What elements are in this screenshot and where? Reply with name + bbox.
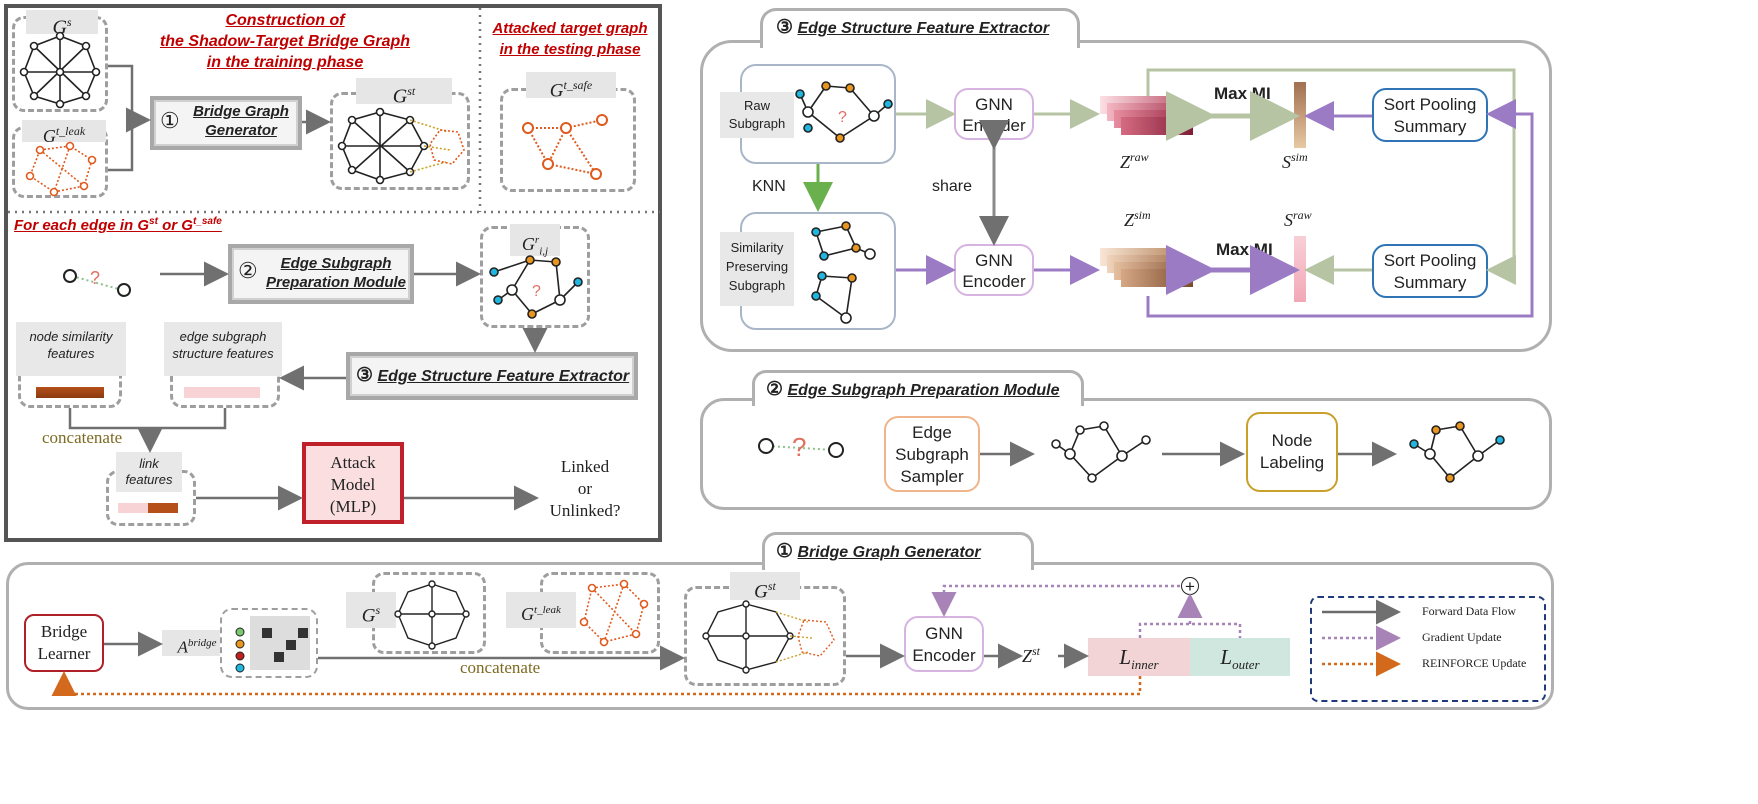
zst-label: Zst — [1022, 644, 1041, 666]
left-panel-arrows — [68, 64, 548, 511]
gtleak-graph-sketch — [25, 141, 97, 197]
esp-panel-title: ② Edge Subgraph Preparation Module — [766, 379, 1060, 400]
for-each-edge-heading: For each edge in Gst or Gt_safe — [14, 216, 222, 234]
edge-struct-feature-bar — [184, 387, 260, 398]
concatenate-label-left: concatenate — [42, 428, 123, 447]
bgg-gst-sketch — [702, 600, 835, 674]
bridge-graph-generator-box — [150, 96, 302, 150]
l-inner-box: Linner — [1088, 638, 1190, 676]
node-labeling: Node Labeling — [1246, 412, 1338, 492]
bgg-gnn-encoder: GNN Encoder — [904, 616, 984, 672]
esp-query-sketch: ? — [758, 432, 844, 462]
esp-labeled-sketch — [1409, 421, 1505, 483]
construction-title: Construction of the Shadow-Target Bridge… — [159, 12, 411, 71]
edge-subgraph-prep-label: Edge Subgraph Preparation Module — [265, 255, 407, 291]
bgg-gtleak-label: Gt_leak — [506, 592, 576, 628]
gs-graph-sketch — [19, 31, 101, 109]
link-features-label: link features — [116, 452, 182, 492]
sim-subgraph-label: Similarity Preserving Subgraph — [720, 232, 794, 306]
bgg-panel-title: ① Bridge Graph Generator — [776, 541, 981, 562]
edge-subgraph-sampler: Edge Subgraph Sampler — [884, 416, 980, 492]
gij-label: Gri,j — [510, 224, 560, 258]
bgg-gs-label: Gs — [346, 592, 396, 628]
edge-query-sketch-left: ? — [63, 268, 131, 297]
gtsafe-graph-sketch — [522, 114, 608, 180]
svg-text:?: ? — [90, 268, 100, 288]
esp-subgraph-sketch — [1051, 421, 1151, 483]
bridge-num: ① — [160, 108, 180, 133]
attack-model-box: Attack Model (MLP) — [302, 442, 404, 524]
raw-subgraph-label: Raw Subgraph — [720, 92, 794, 138]
raw-subgraph-sketch: ? — [795, 81, 893, 143]
legend-reinforce-label: REINFORCE Update — [1422, 656, 1527, 670]
edge-subgraph-prep-box — [228, 244, 414, 304]
edge-struct-features-label: edge subgraph structure features — [164, 322, 282, 376]
esfe-panel-title: ③ Edge Structure Feature Extractor — [776, 17, 1050, 38]
knn-label: KNN — [752, 178, 786, 195]
gtsafe-label: Gt_safe — [526, 72, 616, 101]
node-sim-feature-bar — [36, 387, 104, 398]
svg-text:?: ? — [838, 109, 847, 126]
svg-text:?: ? — [792, 432, 806, 462]
left-panel — [4, 4, 662, 542]
esfe-panel — [700, 40, 1552, 352]
bgg-gst-label: Gst — [730, 572, 800, 602]
esfe-box-left — [346, 352, 638, 400]
esp-panel — [700, 398, 1552, 510]
esfe-arrows — [803, 68, 1534, 318]
bridge-graph-generator-label: Bridge Graph Generator — [193, 103, 289, 139]
gtleak-label: Gt_leak — [22, 120, 106, 146]
bgg-arrows — [51, 584, 1401, 696]
gs-label: Gs — [26, 10, 98, 39]
gst-graph-sketch — [337, 107, 465, 185]
bgg-gs-sketch — [394, 580, 470, 650]
attacked-title: Attacked target graph in the testing pha… — [492, 20, 648, 58]
bgg-panel-tab — [762, 532, 1034, 570]
a-bridge-matrix — [235, 616, 310, 673]
s-raw-label: Sraw — [1284, 208, 1312, 230]
gst-label: Gst — [356, 78, 452, 108]
sort-pooling-summary-bottom: Sort Pooling Summary — [1372, 244, 1488, 298]
gij-graph-sketch: ? — [489, 255, 583, 319]
bgg-gtleak-sketch — [579, 579, 649, 647]
node-sim-features-label: node similarity features — [16, 322, 126, 376]
link-feature-bar — [118, 503, 178, 513]
z-sim-label: Zsim — [1124, 208, 1151, 230]
sim-subgraph-sketch — [811, 221, 876, 324]
esfe-panel-tab — [760, 8, 1080, 48]
legend-forward-label: Forward Data Flow — [1422, 604, 1516, 618]
legend-box — [1310, 596, 1546, 702]
esp-num: ② — [238, 258, 258, 283]
l-outer-box: Louter — [1190, 638, 1290, 676]
esp-panel-tab — [752, 370, 1084, 406]
esfe-label-left: ③ Edge Structure Feature Extractor — [356, 365, 630, 386]
svg-text:?: ? — [532, 283, 541, 300]
share-label: share — [932, 178, 973, 195]
legend-gradient-label: Gradient Update — [1422, 630, 1502, 644]
s-sim-label: Ssim — [1282, 150, 1308, 172]
bgg-concatenate-label: concatenate — [460, 658, 541, 677]
z-raw-label: Zraw — [1120, 150, 1149, 172]
link-result-label: Linked or Unlinked? — [549, 457, 621, 520]
